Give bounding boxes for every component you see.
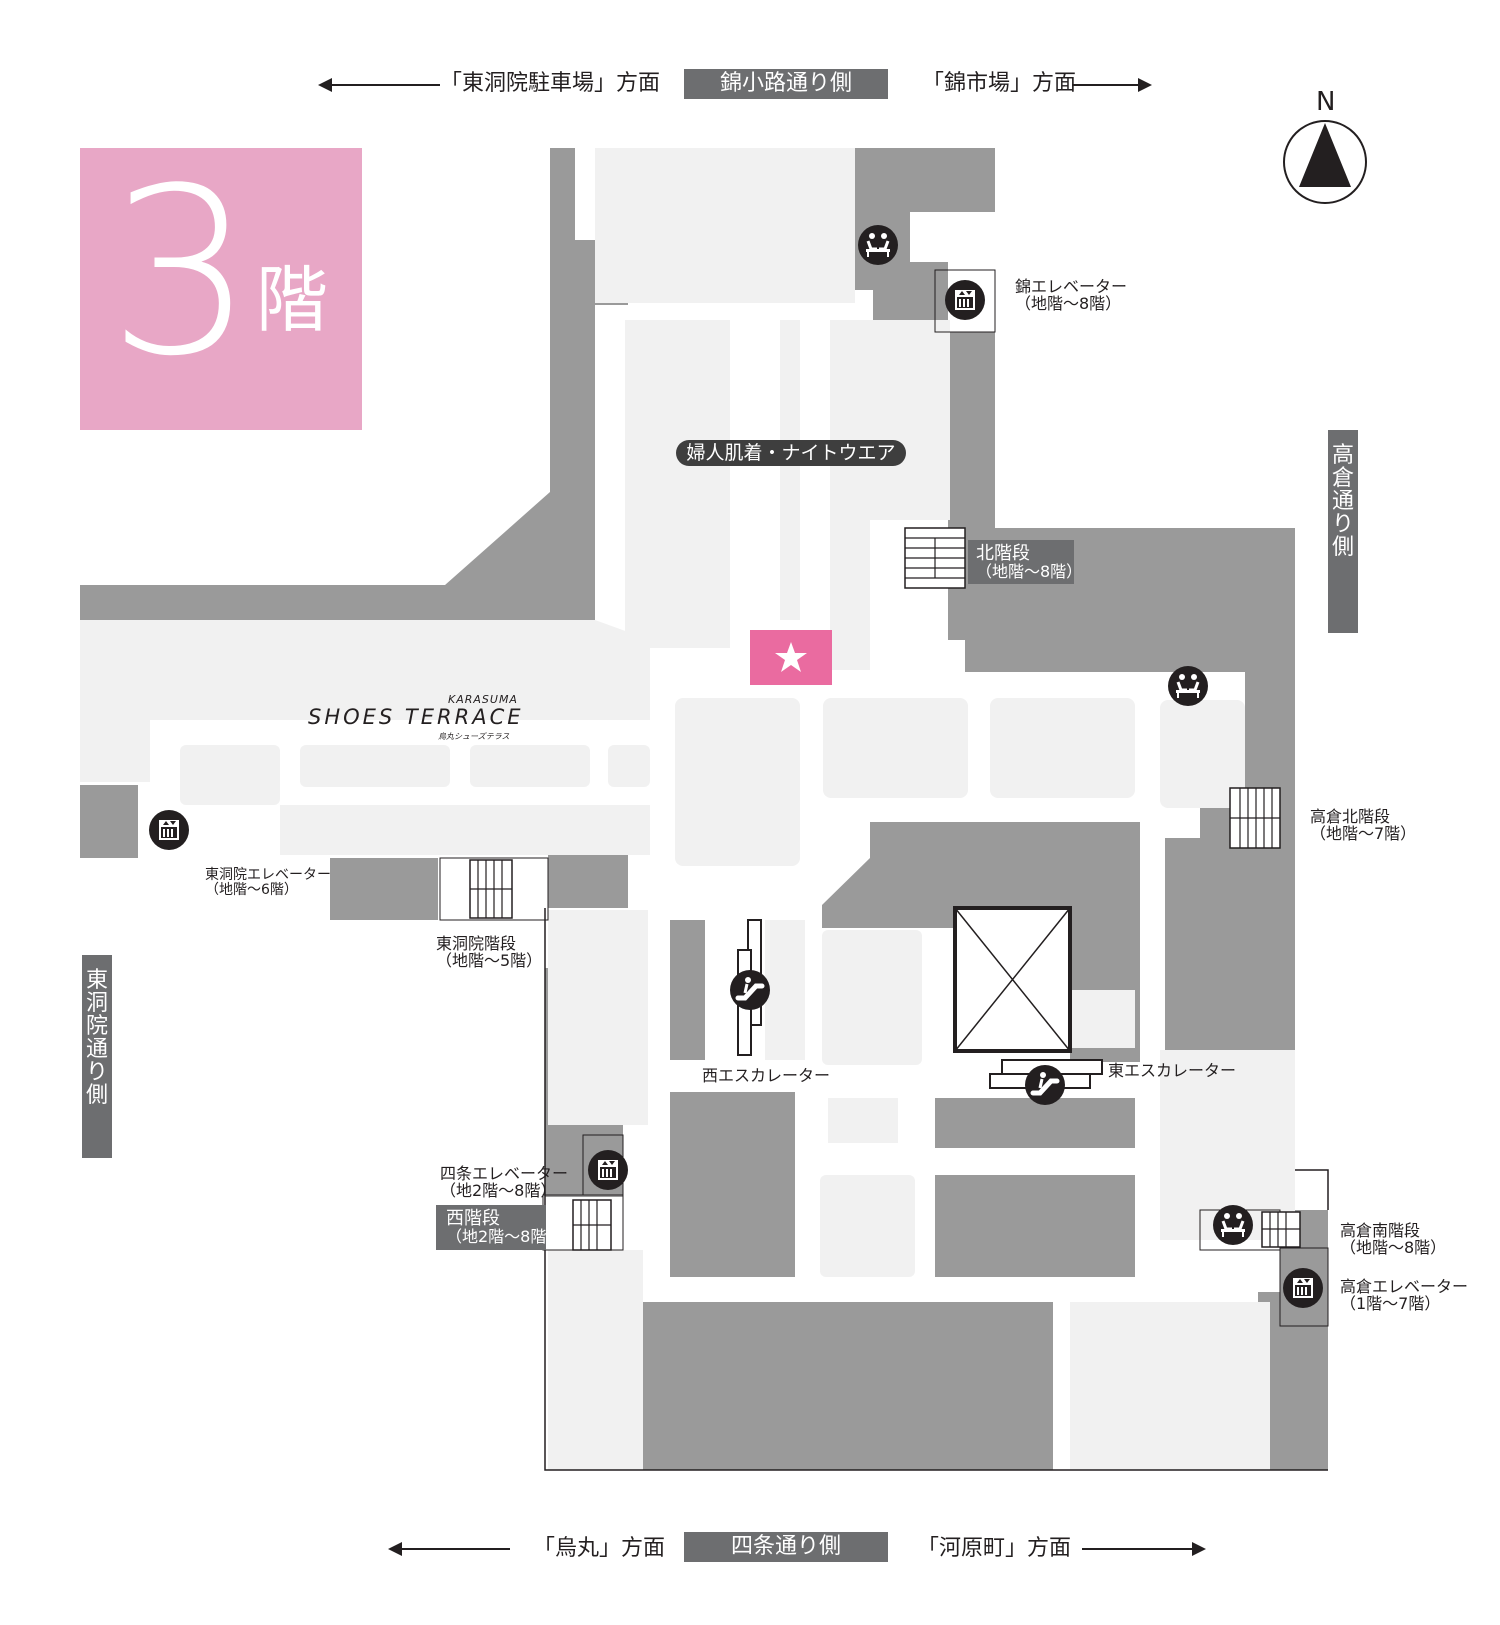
escalator-icon[interactable] bbox=[1025, 1065, 1065, 1105]
floor-unit: 階 bbox=[256, 258, 329, 342]
stairs-higashinotoin bbox=[469, 859, 513, 919]
takakura-north-stairs-label: 高倉北階段（地階〜7階） bbox=[1310, 807, 1417, 843]
bench-icon bbox=[1211, 1203, 1255, 1247]
atrium-void bbox=[953, 906, 1072, 1053]
takakura-elevator-label: 高倉エレベーター（1階〜7階） bbox=[1340, 1277, 1469, 1313]
shoes-terrace-top: KARASUMA bbox=[448, 693, 518, 706]
stairs-west bbox=[572, 1199, 612, 1251]
floor-number: 3 bbox=[108, 140, 255, 407]
elevator-icon[interactable] bbox=[945, 280, 985, 320]
west-escalator-label: 西エスカレーター bbox=[702, 1066, 831, 1085]
arrow-right-bottom bbox=[1082, 1542, 1206, 1556]
shoes-terrace-sub: 烏丸シューズテラス bbox=[438, 732, 510, 741]
west-stairs-label: 西階段 （地2階〜8階） bbox=[436, 1205, 562, 1250]
arrow-left-top bbox=[318, 78, 440, 92]
street-tag-right: 高倉通 り側 bbox=[1328, 430, 1358, 633]
higashinotoin-stairs-label: 東洞院階段（地階〜5階） bbox=[436, 934, 543, 970]
direction-label: 「東洞院駐車場」方面 bbox=[440, 71, 661, 96]
east-escalator-label: 東エスカレーター bbox=[1108, 1061, 1237, 1080]
street-tag-top: 錦小路通り側 bbox=[684, 69, 888, 99]
compass-label: N bbox=[1316, 87, 1336, 117]
direction-label: 「烏丸」方面 bbox=[533, 1536, 666, 1561]
direction-label: 「河原町」方面 bbox=[917, 1536, 1072, 1561]
arrow-right-top bbox=[1072, 78, 1152, 92]
stairs-takakura-south bbox=[1261, 1211, 1301, 1248]
elevator-icon[interactable] bbox=[149, 810, 189, 850]
higashinotoin-elevator-label: 東洞院エレベーター（地階〜6階） bbox=[205, 867, 331, 898]
nishiki-elevator-label: 錦エレベーター（地階〜8階） bbox=[1015, 277, 1128, 313]
street-tag-left: 東洞院 通り側 bbox=[82, 955, 112, 1158]
takakura-south-stairs-label: 高倉南階段（地階〜8階） bbox=[1340, 1221, 1447, 1257]
shijo-elevator-label: 四条エレベーター（地2階〜8階） bbox=[440, 1164, 569, 1200]
featured-section-label: 婦人肌着・ナイトウエア bbox=[676, 440, 906, 466]
arrow-left-bottom bbox=[388, 1542, 510, 1556]
north-stairs-label: 北階段 （地階〜8階） bbox=[968, 540, 1082, 584]
bench-icon bbox=[856, 223, 900, 267]
stairs-takakura-north bbox=[1229, 787, 1281, 849]
light-zones bbox=[80, 148, 1295, 1470]
floor-badge: 3 階 bbox=[80, 140, 362, 430]
current-location-star-icon bbox=[750, 630, 832, 685]
street-tag-bottom: 四条通り側 bbox=[684, 1532, 888, 1562]
elevator-icon[interactable] bbox=[588, 1150, 628, 1190]
escalator-icon[interactable] bbox=[730, 970, 770, 1010]
compass-icon bbox=[1283, 120, 1367, 204]
bench-icon bbox=[1166, 664, 1210, 708]
elevator-icon[interactable] bbox=[1283, 1268, 1323, 1308]
shoes-terrace-main: SHOES TERRACE bbox=[308, 705, 524, 729]
direction-label: 「錦市場」方面 bbox=[922, 71, 1077, 96]
stairs-north bbox=[904, 527, 966, 589]
